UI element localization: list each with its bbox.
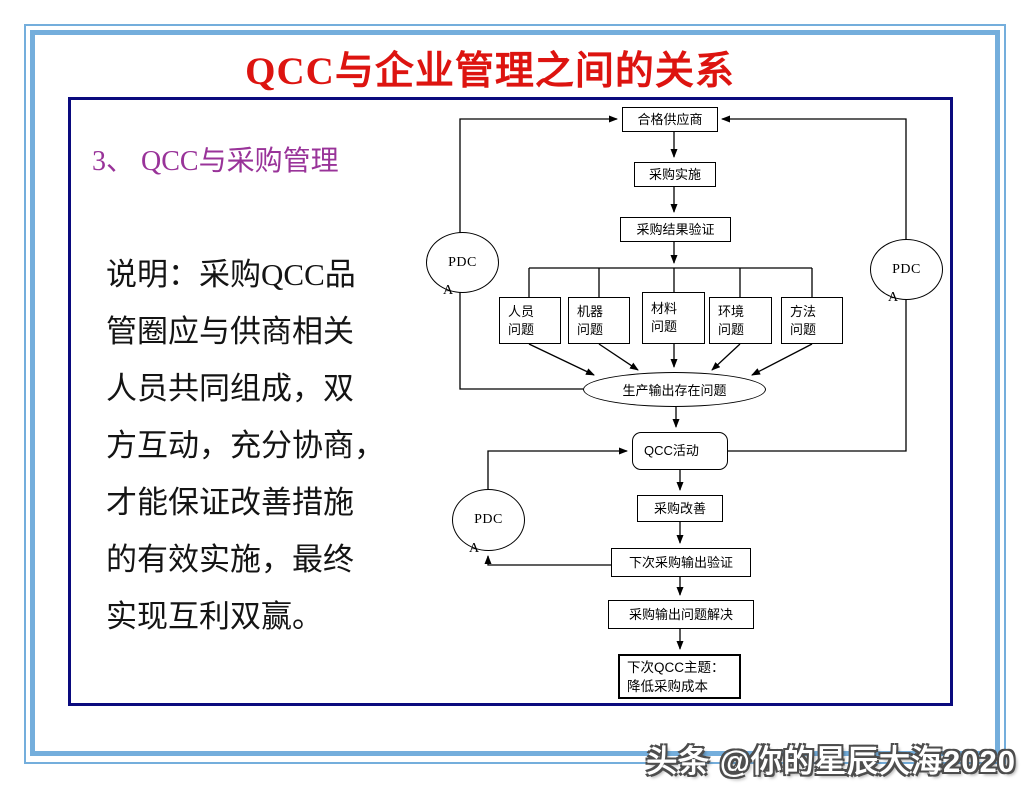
content-panel [68, 97, 953, 706]
pdca-circle-right: PDC [870, 239, 943, 300]
node-problem-material: 材料 问题 [642, 292, 705, 344]
node-problem-personnel: 人员 问题 [499, 297, 561, 344]
pdca-a-top-left: A [443, 283, 454, 298]
node-purchase-output-solved: 采购输出问题解决 [608, 600, 754, 629]
node-next-purchase-verify: 下次采购输出验证 [611, 548, 751, 577]
description-line: 才能保证改善措施 [106, 485, 354, 520]
description-line: 的有效实施，最终 [106, 542, 354, 577]
inner-frame-border [30, 30, 1000, 756]
problem-line: 问题 [508, 321, 535, 337]
problem-line: 环境 [718, 303, 745, 319]
problem-line: 人员 [508, 303, 535, 319]
problem-line: 方法 [790, 303, 817, 319]
description-line: 管圈应与供商相关 [106, 314, 354, 349]
pdca-a-bottom-left: A [469, 541, 480, 556]
problem-line: 问题 [790, 321, 817, 337]
problem-line: 机器 [577, 303, 604, 319]
node-purchase-result-verify: 采购结果验证 [620, 217, 731, 242]
description-line: 实现互利双赢。 [106, 599, 323, 634]
theme-line: 下次QCC主题： [627, 659, 725, 675]
watermark-text: 头条 @你的星辰大海2020 [646, 744, 1016, 779]
node-next-qcc-theme: 下次QCC主题： 降低采购成本 [618, 654, 741, 699]
slide-title: QCC与企业管理之间的关系 [245, 50, 735, 93]
node-problem-method: 方法 问题 [781, 297, 843, 344]
node-qualified-supplier: 合格供应商 [622, 107, 718, 132]
node-purchase-improve: 采购改善 [637, 495, 723, 522]
description-line: 方互动，充分协商， [106, 428, 385, 463]
problem-line: 问题 [651, 319, 678, 334]
description-line: 说明：采购QCC品 [106, 257, 356, 292]
outer-frame-border [24, 24, 1006, 764]
node-problem-machine: 机器 问题 [568, 297, 630, 344]
problem-line: 问题 [718, 321, 745, 337]
pdca-circle-bottom-left: PDC [452, 489, 525, 551]
description-line: 人员共同组成，双 [106, 371, 354, 406]
section-heading: 3、 QCC与采购管理 [92, 146, 339, 177]
node-purchase-implement: 采购实施 [634, 162, 716, 187]
pdca-circle-top-left: PDC [426, 232, 499, 293]
problem-line: 材料 [651, 301, 678, 316]
node-qcc-activity: QCC活动 [632, 432, 728, 470]
problem-line: 问题 [577, 321, 604, 337]
description-text: 说明：采购QCC品 管圈应与供商相关 人员共同组成，双 方互动，充分协商， 才能… [106, 246, 416, 645]
pdca-a-right: A [888, 290, 899, 305]
theme-line: 降低采购成本 [627, 678, 708, 694]
node-problem-environment: 环境 问题 [709, 297, 772, 344]
node-production-output-problem: 生产输出存在问题 [583, 372, 766, 407]
